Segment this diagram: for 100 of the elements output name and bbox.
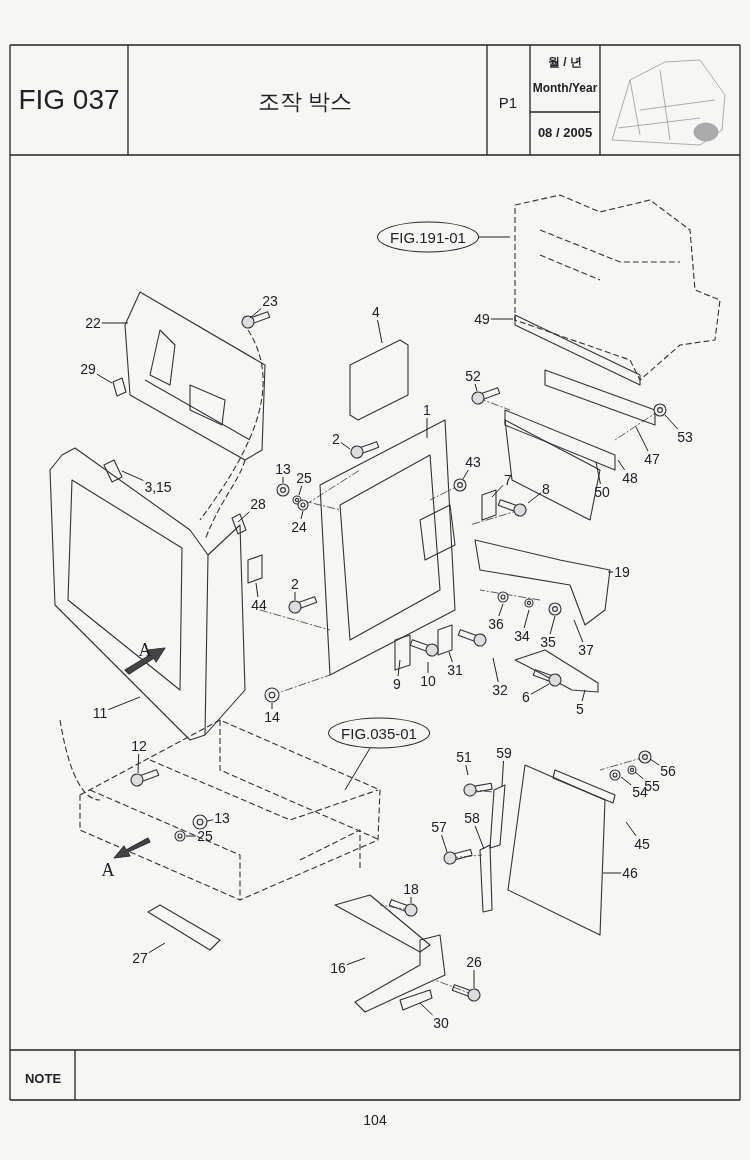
callout-number: 53 [677,430,693,444]
leader-line [549,615,556,635]
callout-number: 14 [264,710,280,724]
callout-number: 43 [465,455,481,469]
title: 조작 박스 [257,91,353,113]
leader-line [573,619,584,643]
callout-number: 24 [291,520,307,534]
callout-number: 48 [622,471,638,485]
leader-line [410,896,412,904]
leader-line [426,417,428,439]
callout-number: 51 [456,750,472,764]
leader-line [148,942,166,954]
figure-reference-ellipse: FIG.035-01 [328,717,430,749]
leader-line [107,696,141,711]
callout-number: 22 [85,316,101,330]
page-code: P1 [498,94,518,110]
page-number: 104 [363,1113,387,1127]
callout-number: 30 [433,1016,449,1030]
callout-number: 32 [492,683,508,697]
figure-reference-ellipse: FIG.191-01 [377,221,479,253]
note-heading: NOTE [24,1071,62,1085]
callout-number: 11 [92,706,108,720]
callout-number: 26 [466,955,482,969]
callout-number: 37 [578,643,594,657]
leader-line [419,1002,434,1016]
callout-number: 9 [393,677,401,691]
callout-number: 56 [660,764,676,778]
leader-line [474,825,485,850]
callout-number: 2 [291,577,299,591]
callout-number: 29 [80,362,96,376]
leader-line [465,764,469,776]
callout-number: 13 [214,811,230,825]
leader-line [620,776,632,786]
leader-line [282,476,284,484]
leader-line [237,511,250,523]
callout-number: 31 [447,663,463,677]
leader-line [271,702,273,710]
callout-number: 35 [540,635,556,649]
callout-number: 28 [250,497,266,511]
leader-line [441,834,448,853]
leader-line [344,747,371,791]
leader-line [581,689,586,702]
leader-line [527,492,542,504]
callout-number: 47 [644,452,660,466]
leader-line [634,771,644,780]
leader-line [607,571,614,573]
leader-line [617,459,626,471]
leader-line [530,683,550,695]
callout-number: 44 [251,598,267,612]
leader-line [397,659,401,677]
callout-number: 46 [622,866,638,880]
leader-line [664,414,679,430]
callout-number: 59 [496,746,512,760]
leader-line [478,236,511,238]
leader-line [462,469,469,480]
callout-number: 58 [464,811,480,825]
leader-line [523,609,530,629]
figure-number: FIG 037 [18,86,120,114]
leader-line [473,969,475,989]
callout-number: 49 [474,312,490,326]
leader-line [298,485,303,496]
callout-number: 16 [330,961,346,975]
leader-line [340,442,351,450]
leader-line [635,426,649,452]
callout-number: 13 [275,462,291,476]
leader-line [602,872,622,874]
leader-line [492,657,499,683]
leader-line [255,582,259,598]
callout-number: 8 [542,482,550,496]
callout-number: 19 [614,565,630,579]
leader-line [448,651,453,663]
callout-number: 25 [197,829,213,843]
callout-number: 34 [514,629,530,643]
callout-number: 25 [296,471,312,485]
callout-number: 27 [132,951,148,965]
callout-number: 5 [576,702,584,716]
callout-number: 52 [465,369,481,383]
callout-number: 57 [431,820,447,834]
leader-line [427,661,429,674]
leader-line [121,470,144,481]
leader-line [206,819,214,822]
callout-number: 6 [522,690,530,704]
leader-line [649,758,660,766]
leader-line [595,461,601,485]
callout-number: 45 [634,837,650,851]
callout-number: 36 [488,617,504,631]
leader-line [625,821,637,837]
callout-number: 4 [372,305,380,319]
callout-number: 7 [504,473,512,487]
callout-number: 1 [423,403,431,417]
leader-line [498,603,504,617]
view-letter: A [138,641,152,659]
date-heading: Month/Year [532,82,598,94]
leader-line [474,383,478,392]
leader-line [346,957,366,966]
callout-number: 50 [594,485,610,499]
date-heading: 월 / 년 [548,56,582,68]
leader-line [185,835,197,837]
leader-line [294,591,296,601]
callout-number: 10 [420,674,436,688]
